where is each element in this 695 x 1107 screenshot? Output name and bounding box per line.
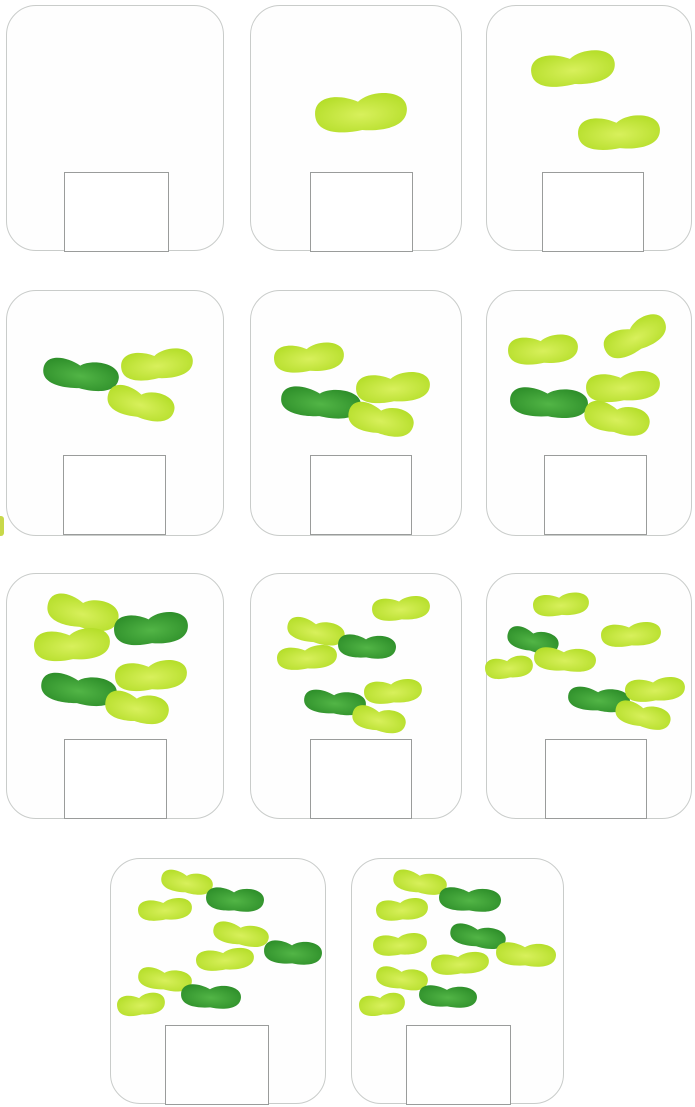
light-green-bean [430, 951, 489, 976]
light-green-bean [371, 595, 430, 622]
light-green-bean [599, 309, 671, 364]
edge-mark [0, 516, 4, 536]
panel-4 [6, 290, 224, 536]
panel-3 [486, 5, 692, 251]
light-green-bean [314, 91, 408, 134]
panel-6 [486, 290, 692, 536]
bean-layer [251, 291, 463, 537]
panel-9 [486, 573, 692, 819]
light-green-bean [285, 614, 347, 649]
bean-layer [111, 859, 327, 1105]
light-green-bean [507, 333, 579, 366]
panel-8 [250, 573, 462, 819]
light-green-bean [159, 868, 214, 898]
light-green-bean [613, 697, 673, 733]
bean-layer [487, 291, 693, 537]
dark-green-bean [180, 983, 241, 1010]
dark-green-bean [337, 633, 396, 660]
panel-1 [6, 5, 224, 251]
panel-2 [250, 5, 462, 251]
light-green-bean [211, 919, 270, 950]
bean-layer [251, 6, 463, 252]
light-green-bean [116, 991, 166, 1017]
light-green-bean [350, 703, 408, 737]
bean-layer [7, 291, 225, 537]
bean-layer [251, 574, 463, 820]
dark-green-bean [205, 886, 264, 913]
panel-11 [351, 858, 564, 1104]
light-green-bean [346, 399, 417, 441]
bean-layer [487, 6, 693, 252]
dark-green-bean [509, 385, 589, 419]
light-green-bean [530, 48, 617, 89]
dark-green-bean [438, 886, 501, 913]
light-green-bean [276, 644, 337, 671]
light-green-bean [532, 591, 589, 617]
light-green-bean [582, 398, 653, 440]
light-green-bean [103, 688, 171, 728]
panel-5 [250, 290, 462, 536]
light-green-bean [137, 897, 192, 922]
light-green-bean [372, 932, 427, 957]
bean-layer [7, 574, 225, 820]
light-green-bean [114, 659, 188, 693]
dark-green-bean [41, 355, 120, 394]
light-green-bean [363, 678, 422, 705]
light-green-bean [273, 341, 345, 374]
dark-green-bean [113, 611, 189, 647]
light-green-bean [577, 114, 661, 151]
light-green-bean [484, 654, 534, 680]
bean-layer [7, 6, 225, 252]
light-green-bean [375, 897, 428, 922]
panel-7 [6, 573, 224, 819]
bean-layer [487, 574, 693, 820]
light-green-bean [391, 867, 448, 897]
light-green-bean [120, 346, 195, 382]
bean-layer [352, 859, 565, 1105]
light-green-bean [358, 992, 406, 1018]
panel-10 [110, 858, 326, 1104]
light-green-bean [355, 371, 431, 405]
light-green-bean [600, 621, 661, 648]
dark-green-bean [263, 939, 322, 966]
light-green-bean [624, 676, 685, 703]
light-green-bean [33, 627, 111, 663]
light-green-bean [495, 941, 556, 968]
dark-green-bean [418, 984, 477, 1009]
light-green-bean [195, 947, 254, 972]
light-green-bean [533, 646, 596, 673]
light-green-bean [375, 964, 429, 992]
light-green-bean [44, 590, 121, 635]
light-green-bean [585, 370, 661, 404]
light-green-bean [104, 381, 177, 426]
